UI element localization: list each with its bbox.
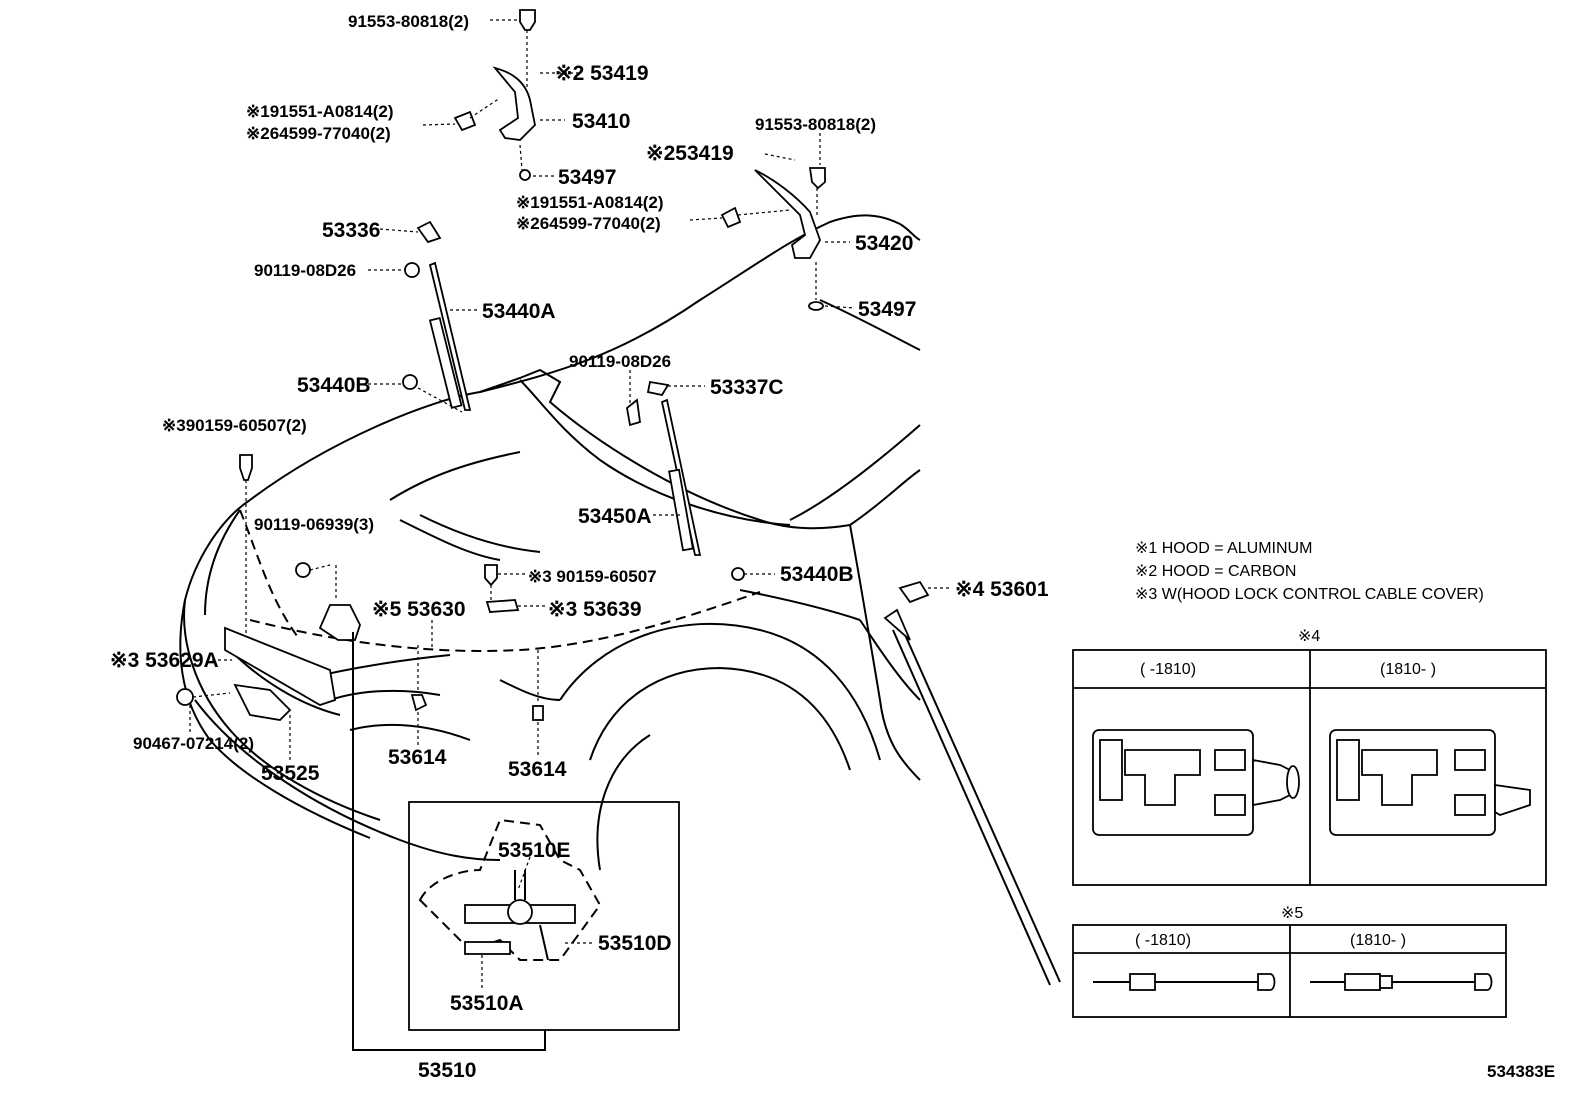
part-number-labels: 91553-80818(2) ※2 53419 53410 ※191551-A0… xyxy=(110,12,1555,1082)
label-53497-left: 53497 xyxy=(558,166,616,189)
label-leaders xyxy=(189,19,952,760)
label-90467-07214: 90467-07214(2) xyxy=(133,734,254,753)
label-53525: 53525 xyxy=(261,762,320,785)
label-53510: 53510 xyxy=(418,1059,476,1082)
label-91553-80818-right: 91553-80818(2) xyxy=(755,115,876,134)
label-53629a: ※3 53629A xyxy=(110,649,219,672)
label-ref1-right: ※191551-A0814(2) xyxy=(516,193,664,212)
inset-4-title: ※4 xyxy=(1298,628,1320,645)
inset-5-right-header: (1810- ) xyxy=(1350,932,1406,949)
label-53440b-right: 53440B xyxy=(780,563,854,586)
hinge-left-assembly xyxy=(453,9,536,181)
label-53601: ※4 53601 xyxy=(955,578,1049,601)
label-91553-80818-top: 91553-80818(2) xyxy=(348,12,469,31)
note-3: ※3 W(HOOD LOCK CONTROL CABLE COVER) xyxy=(1135,586,1484,603)
note-1: ※1 HOOD = ALUMINUM xyxy=(1135,540,1312,557)
label-53410: 53410 xyxy=(572,110,630,133)
label-53510e: 53510E xyxy=(498,839,570,862)
label-53420: 53420 xyxy=(855,232,913,255)
diagram-code: 534383E xyxy=(1487,1062,1555,1081)
label-ref2-left: ※264599-77040(2) xyxy=(246,124,391,143)
label-90159-60507-left: ※390159-60507(2) xyxy=(162,416,307,435)
inset-5-title: ※5 xyxy=(1281,905,1303,922)
label-53337c: 53337C xyxy=(710,376,784,399)
hood-struts xyxy=(402,220,745,581)
lock-detail-box xyxy=(352,632,680,1051)
notes-block: ※1 HOOD = ALUMINUM ※2 HOOD = CARBON ※3 W… xyxy=(1135,540,1484,603)
label-53614-right: 53614 xyxy=(508,758,567,781)
label-ref1-left: ※191551-A0814(2) xyxy=(246,102,394,121)
hinge-right-assembly xyxy=(720,167,826,311)
label-53450a: 53450A xyxy=(578,505,652,528)
label-53630: ※5 53630 xyxy=(372,598,466,621)
label-90119-08d26-right: 90119-08D26 xyxy=(569,352,671,371)
inset-5: ※5 ( -1810) (1810- ) xyxy=(1072,905,1507,1018)
label-90159-60507-right: ※3 90159-60507 xyxy=(528,567,657,586)
label-53497-right: 53497 xyxy=(858,298,916,321)
inset-4-right-header: (1810- ) xyxy=(1380,661,1436,678)
note-2: ※2 HOOD = CARBON xyxy=(1135,563,1296,580)
hood-lock-parts xyxy=(176,454,930,721)
car-body-outline xyxy=(179,214,921,871)
inset-5-left-header: ( -1810) xyxy=(1135,932,1191,949)
label-90119-08d26-left: 90119-08D26 xyxy=(254,261,356,280)
label-53614-left: 53614 xyxy=(388,746,447,769)
label-53639: ※3 53639 xyxy=(548,598,642,621)
label-53440b-left: 53440B xyxy=(297,374,371,397)
label-ref2-right: ※264599-77040(2) xyxy=(516,214,661,233)
label-53440a: 53440A xyxy=(482,300,556,323)
inset-4-left-header: ( -1810) xyxy=(1140,661,1196,678)
label-53419-right: ※253419 xyxy=(646,142,734,165)
inset-pointer-arrow xyxy=(883,608,1061,986)
label-53419-left: ※2 53419 xyxy=(555,62,649,85)
label-53510a: 53510A xyxy=(450,992,524,1015)
label-90119-06939: 90119-06939(3) xyxy=(254,515,374,534)
label-53336: 53336 xyxy=(322,219,380,242)
inset-4: ※4 ( -1810) (1810- ) xyxy=(1072,628,1547,886)
label-53510d: 53510D xyxy=(598,932,672,955)
